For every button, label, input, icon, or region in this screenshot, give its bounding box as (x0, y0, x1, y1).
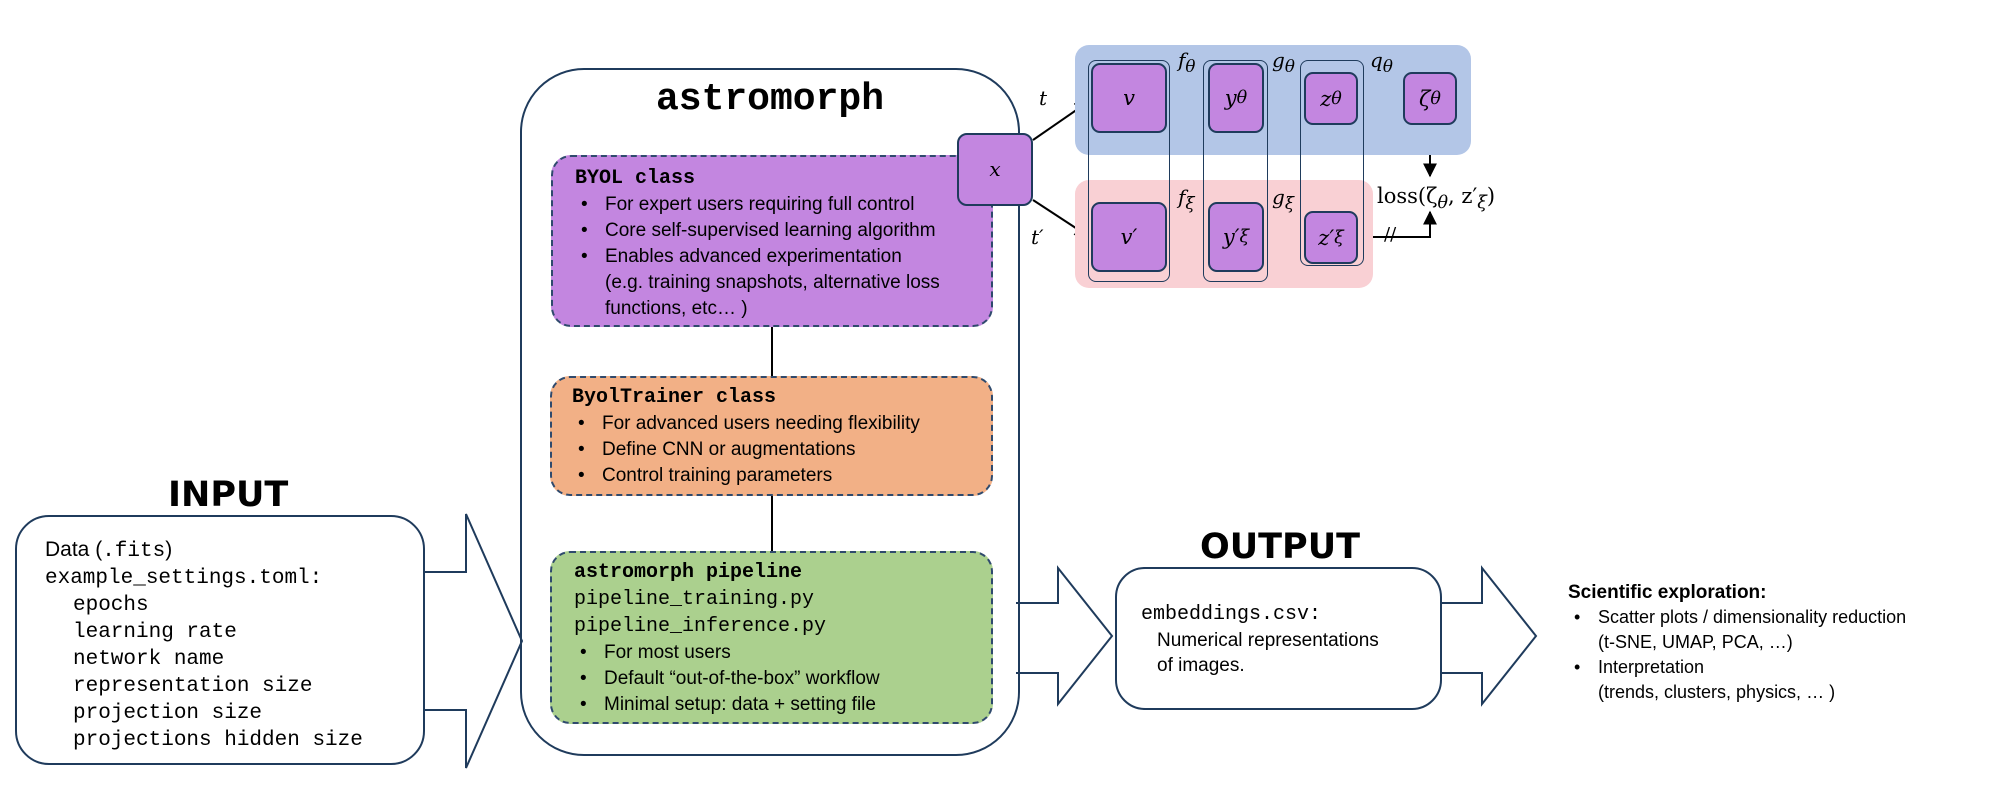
target-z-label: z′ (1318, 225, 1335, 250)
output-description: Numerical representations (1157, 630, 1379, 651)
output-title: OUTPUT (1200, 527, 1360, 567)
trainer-bullet: Control training parameters (572, 463, 991, 489)
data-label: Data ( (45, 538, 103, 561)
setting-item: representation size (73, 675, 313, 698)
setting-item: projection size (73, 702, 263, 725)
target-y-subscript: ξ (1239, 227, 1250, 247)
astromorph-output-arrow (1016, 565, 1114, 707)
scientific-exploration-title: Scientific exploration: (1568, 582, 1767, 603)
target-g-label: gξ (1272, 185, 1294, 213)
setting-item: network name (73, 648, 225, 671)
online-z-subscript: θ (1331, 88, 1342, 109)
loss-label: loss(ζθ, z′ξ) (1377, 184, 1496, 214)
science-item-main: Interpretation (1598, 657, 1705, 677)
setting-item: projections hidden size (73, 729, 363, 752)
pipeline-title: astromorph pipeline (574, 561, 803, 584)
setting-item: epochs (73, 594, 149, 617)
byoltrainer-bullets: For advanced users needing flexibility D… (572, 411, 991, 489)
byol-bullet: Core self-supervised learning algorithm (575, 218, 991, 244)
byol-class-title: BYOL class (575, 167, 696, 190)
input-box: Data (.fits) example_settings.toml: epoc… (15, 515, 425, 765)
scientific-exploration-list: Scatter plots / dimensionality reduction… (1568, 605, 1988, 705)
trainer-bullet: For advanced users needing flexibility (572, 411, 991, 437)
augmentation-t-label: t (1039, 86, 1048, 110)
online-g-label: gθ (1272, 48, 1295, 76)
online-y-label: y (1224, 86, 1237, 110)
predictor-group-outline (1300, 60, 1364, 266)
output-box: embeddings.csv: Numerical representation… (1115, 567, 1442, 710)
byol-class-bullets: For expert users requiring full control … (575, 192, 991, 270)
online-v-node: v (1091, 63, 1167, 133)
byoltrainer-class-box: ByolTrainer class For advanced users nee… (550, 376, 993, 496)
data-label-end: ) (165, 538, 173, 561)
scientific-exploration-block: Scientific exploration: Scatter plots / … (1568, 580, 1988, 705)
output-file: embeddings.csv: (1141, 603, 1322, 626)
astromorph-frame (520, 68, 1020, 756)
online-z-label: z (1320, 86, 1332, 111)
augmentation-t-prime-label: t′ (1031, 225, 1044, 249)
data-extension: .fits (102, 540, 166, 563)
pipeline-box: astromorph pipeline pipeline_training.py… (550, 551, 993, 724)
target-y-label: y′ (1222, 225, 1240, 249)
byol-bullet: Enables advanced experimentation (575, 244, 991, 270)
byol-bullet: For expert users requiring full control (575, 192, 991, 218)
online-q-label: qθ (1370, 48, 1393, 76)
target-y-node: y′ξ (1208, 202, 1264, 272)
byol-bullet-continuation: (e.g. training snapshots, alternative lo… (605, 272, 940, 293)
settings-file: example_settings.toml: (45, 567, 323, 590)
output-science-arrow (1440, 565, 1538, 707)
online-zeta-label: ζ (1419, 86, 1431, 111)
arrow-z-xi-to-loss (1360, 210, 1437, 238)
target-v-node: v′ (1091, 202, 1167, 272)
trainer-bullet: Define CNN or augmentations (572, 437, 991, 463)
target-z-subscript: ξ (1334, 227, 1344, 248)
byol-bullet-continuation: functions, etc… ) (605, 298, 748, 319)
pipeline-bullet: Minimal setup: data + setting file (574, 692, 991, 718)
pipeline-file: pipeline_inference.py (574, 615, 827, 638)
projector-group-outline (1203, 60, 1268, 282)
stop-gradient-mark: // (1384, 224, 1397, 245)
pipeline-bullet: Default “out-of-the-box” workflow (574, 666, 991, 692)
byoltrainer-class-title: ByolTrainer class (572, 386, 777, 409)
byol-class-box: BYOL class For expert users requiring fu… (551, 155, 993, 327)
science-item-sub: (t-SNE, UMAP, PCA, …) (1598, 632, 1793, 652)
science-item-sub: (trends, clusters, physics, … ) (1598, 682, 1836, 702)
online-zeta-subscript: θ (1430, 88, 1441, 109)
online-f-label: fθ (1178, 48, 1196, 76)
input-x-node: x (957, 133, 1033, 206)
target-z-node: z′ξ (1304, 211, 1358, 264)
astromorph-title: astromorph (655, 78, 885, 121)
pipeline-bullets: For most users Default “out-of-the-box” … (574, 640, 991, 718)
online-y-subscript: θ (1236, 88, 1248, 108)
input-title: INPUT (168, 475, 289, 515)
science-item: Interpretation (trends, clusters, physic… (1568, 655, 1988, 705)
pipeline-file: pipeline_training.py (574, 588, 815, 611)
target-f-label: fξ (1178, 185, 1195, 213)
output-description: of images. (1157, 655, 1245, 676)
pipeline-bullet: For most users (574, 640, 991, 666)
input-arrow (420, 513, 524, 769)
science-item: Scatter plots / dimensionality reduction… (1568, 605, 1988, 655)
data-line: Data (.fits) (45, 536, 423, 565)
encoder-group-outline (1088, 60, 1170, 282)
setting-item: learning rate (73, 621, 237, 644)
science-item-main: Scatter plots / dimensionality reduction (1598, 607, 1907, 627)
